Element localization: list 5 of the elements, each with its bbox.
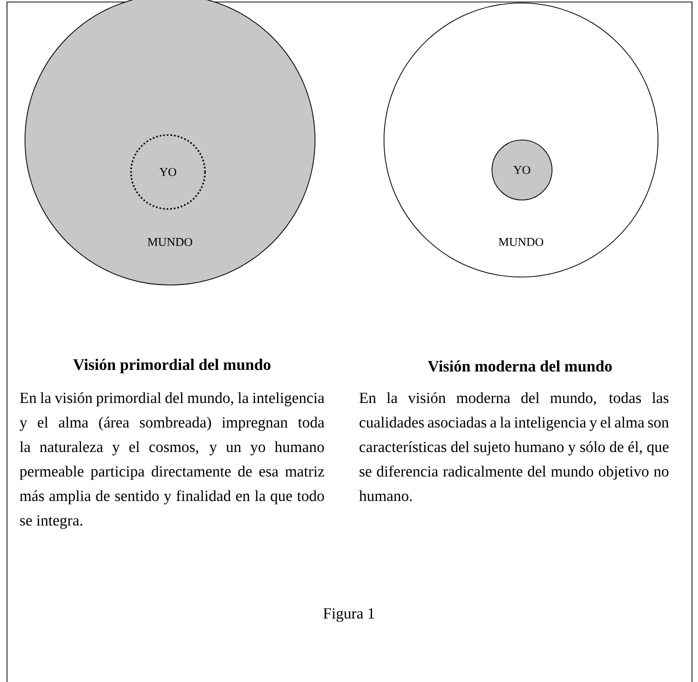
paragraph: En la visión moderna del mundo, todas las cualidades asociadas a la inteligencia y el alma son características del sujeto humano y sólo de él, que se diferencia radicalmente del mundo objetivo no humano. bbox=[359, 392, 669, 502]
heading: Visión primordial del mundo bbox=[73, 358, 270, 374]
paragraph: En la visión primordial del mundo, la inteligencia y el alma (área sombreada) impregnan toda la naturaleza y el cosmos, y un yo humano permeable participa directamente de esa matriz más amplia de sentido y finalidad en la que todo se integra. bbox=[20, 392, 324, 529]
caption: Figura 1 bbox=[323, 608, 374, 622]
heading: Visión moderna del mundo bbox=[428, 360, 612, 372]
